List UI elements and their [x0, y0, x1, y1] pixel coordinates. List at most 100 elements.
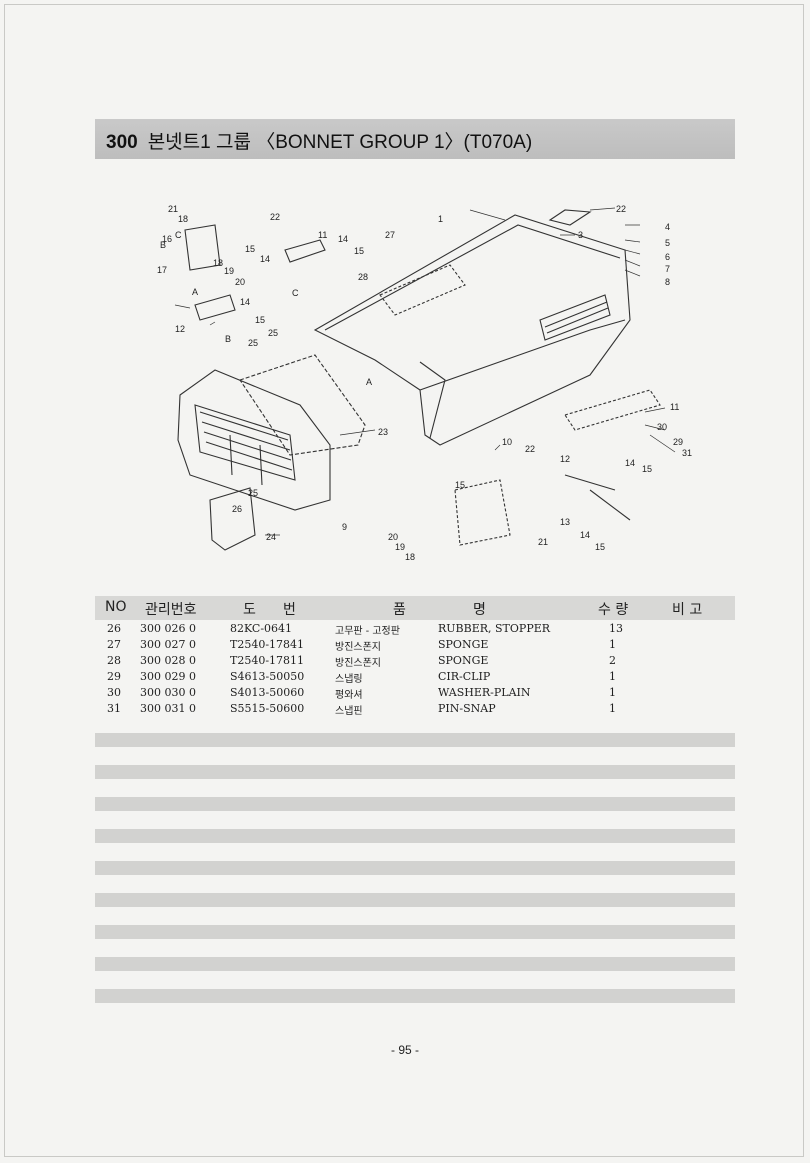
callout: 27: [385, 230, 395, 240]
callout: C: [292, 288, 299, 298]
callout: 18: [405, 552, 415, 562]
group-title: 본넷트1 그룹 〈BONNET GROUP 1〉(T070A): [147, 132, 533, 153]
table-row: 29 300 029 0 S4613-50050 스냅링 CIR-CLIP 1: [95, 669, 735, 685]
callout: 28: [358, 272, 368, 282]
col-note: 비 고: [672, 602, 703, 618]
callout: 1: [438, 214, 443, 224]
cell-name-en: SPONGE: [438, 638, 489, 651]
cell-no: 27: [107, 638, 121, 651]
table-row: 31 300 031 0 S5515-50600 스냅핀 PIN-SNAP 1: [95, 701, 735, 717]
page-title: 300 본넷트1 그룹 〈BONNET GROUP 1〉(T070A): [106, 127, 532, 154]
table-row: 30 300 030 0 S4013-50060 평와셔 WASHER-PLAI…: [95, 685, 735, 701]
cell-qty: 13: [609, 622, 623, 635]
callout: 22: [270, 212, 280, 222]
page-border: [4, 4, 804, 1157]
callout: 21: [168, 204, 178, 214]
callout: 15: [245, 244, 255, 254]
bonnet-side: [419, 319, 626, 391]
cell-name-en: PIN-SNAP: [438, 702, 496, 715]
bonnet-top-line: [324, 224, 621, 331]
callout: 19: [224, 266, 234, 276]
cell-part: S4013-50060: [230, 686, 305, 699]
callout: 23: [378, 427, 388, 437]
bonnet-diagram-svg: 21 18 22 22 3 4 5 6 7 8 1 27 11 14 15 28…: [157, 204, 692, 562]
cell-name-kr: 방진스폰지: [335, 642, 381, 653]
parts-table-header: NO 관리번호 도 번 품 명 수 량 비 고: [95, 596, 735, 620]
callout: 15: [354, 246, 364, 256]
callout: 22: [525, 444, 535, 454]
callout: 5: [665, 238, 670, 248]
cell-name-kr: 평와셔: [335, 690, 363, 701]
cell-code: 300 027 0: [140, 638, 196, 651]
cell-qty: 1: [609, 670, 616, 683]
empty-row-band: [95, 797, 735, 811]
empty-row-band: [95, 893, 735, 907]
callout: 22: [616, 204, 626, 214]
lower-bracket: [454, 479, 511, 546]
callout: 13: [560, 517, 570, 527]
col-mgmt: 관리번호: [145, 602, 197, 618]
handle: [548, 209, 592, 226]
callout: B: [225, 334, 231, 344]
hinge-lower: [194, 294, 236, 321]
callout: B: [160, 240, 166, 250]
cell-name-en: RUBBER, STOPPER: [438, 622, 551, 635]
callout: 15: [595, 542, 605, 552]
exploded-parts-diagram: 21 18 22 22 3 4 5 6 7 8 1 27 11 14 15 28…: [120, 190, 720, 580]
empty-row-band: [95, 957, 735, 971]
cell-qty: 1: [609, 702, 616, 715]
col-part-1: 도: [243, 602, 256, 618]
callout: 17: [157, 265, 167, 275]
page-number: - 95 -: [390, 1043, 419, 1057]
callout: 15: [255, 315, 265, 325]
callout: 25: [268, 328, 278, 338]
cell-qty: 2: [609, 654, 616, 667]
callout: 6: [665, 252, 670, 262]
cell-qty: 1: [609, 638, 616, 651]
cell-part: T2540-17841: [230, 638, 305, 651]
cell-code: 300 030 0: [140, 686, 196, 699]
table-row: 28 300 028 0 T2540-17811 방진스폰지 SPONGE 2: [95, 653, 735, 669]
table-row: 27 300 027 0 T2540-17841 방진스폰지 SPONGE 1: [95, 637, 735, 653]
callout: 12: [560, 454, 570, 464]
bonnet-shell: [313, 214, 631, 446]
cell-name-kr: 스냅핀: [335, 706, 363, 717]
cell-no: 29: [107, 670, 121, 683]
cell-code: 300 029 0: [140, 670, 196, 683]
callout: 7: [665, 264, 670, 274]
callout: 25: [248, 488, 258, 498]
callout: 19: [395, 542, 405, 552]
col-name-2: 명: [473, 602, 486, 618]
cell-no: 28: [107, 654, 121, 667]
hinge-bracket: [184, 224, 221, 271]
callout: 4: [665, 222, 670, 232]
callout: 9: [342, 522, 347, 532]
col-name-1: 품: [393, 602, 406, 618]
group-number: 300: [106, 132, 138, 153]
callout: 18: [213, 258, 223, 268]
hinge-arm: [284, 239, 326, 263]
parts-table-body: 26 300 026 0 82KC-0641 고무판 - 고정판 RUBBER,…: [95, 621, 735, 717]
cell-no: 31: [107, 702, 121, 715]
callout: 14: [240, 297, 250, 307]
empty-row-band: [95, 829, 735, 843]
callout: C: [175, 230, 182, 240]
cell-part: S5515-50600: [230, 702, 305, 715]
callout: 14: [580, 530, 590, 540]
callout: 26: [232, 504, 242, 514]
cell-code: 300 031 0: [140, 702, 196, 715]
cell-code: 300 026 0: [140, 622, 196, 635]
bracket-plate: [209, 487, 256, 551]
cell-no: 30: [107, 686, 121, 699]
callout: 14: [625, 458, 635, 468]
cell-name-en: CIR-CLIP: [438, 670, 491, 683]
callout: 24: [266, 532, 276, 542]
cell-name-kr: 방진스폰지: [335, 658, 381, 669]
callout: 8: [665, 277, 670, 287]
table-row: 26 300 026 0 82KC-0641 고무판 - 고정판 RUBBER,…: [95, 621, 735, 637]
empty-row-band: [95, 925, 735, 939]
sponge-outline: [379, 264, 466, 316]
callout: 3: [578, 230, 583, 240]
header-band: [95, 119, 735, 159]
cell-name-kr: 스냅링: [335, 674, 363, 685]
